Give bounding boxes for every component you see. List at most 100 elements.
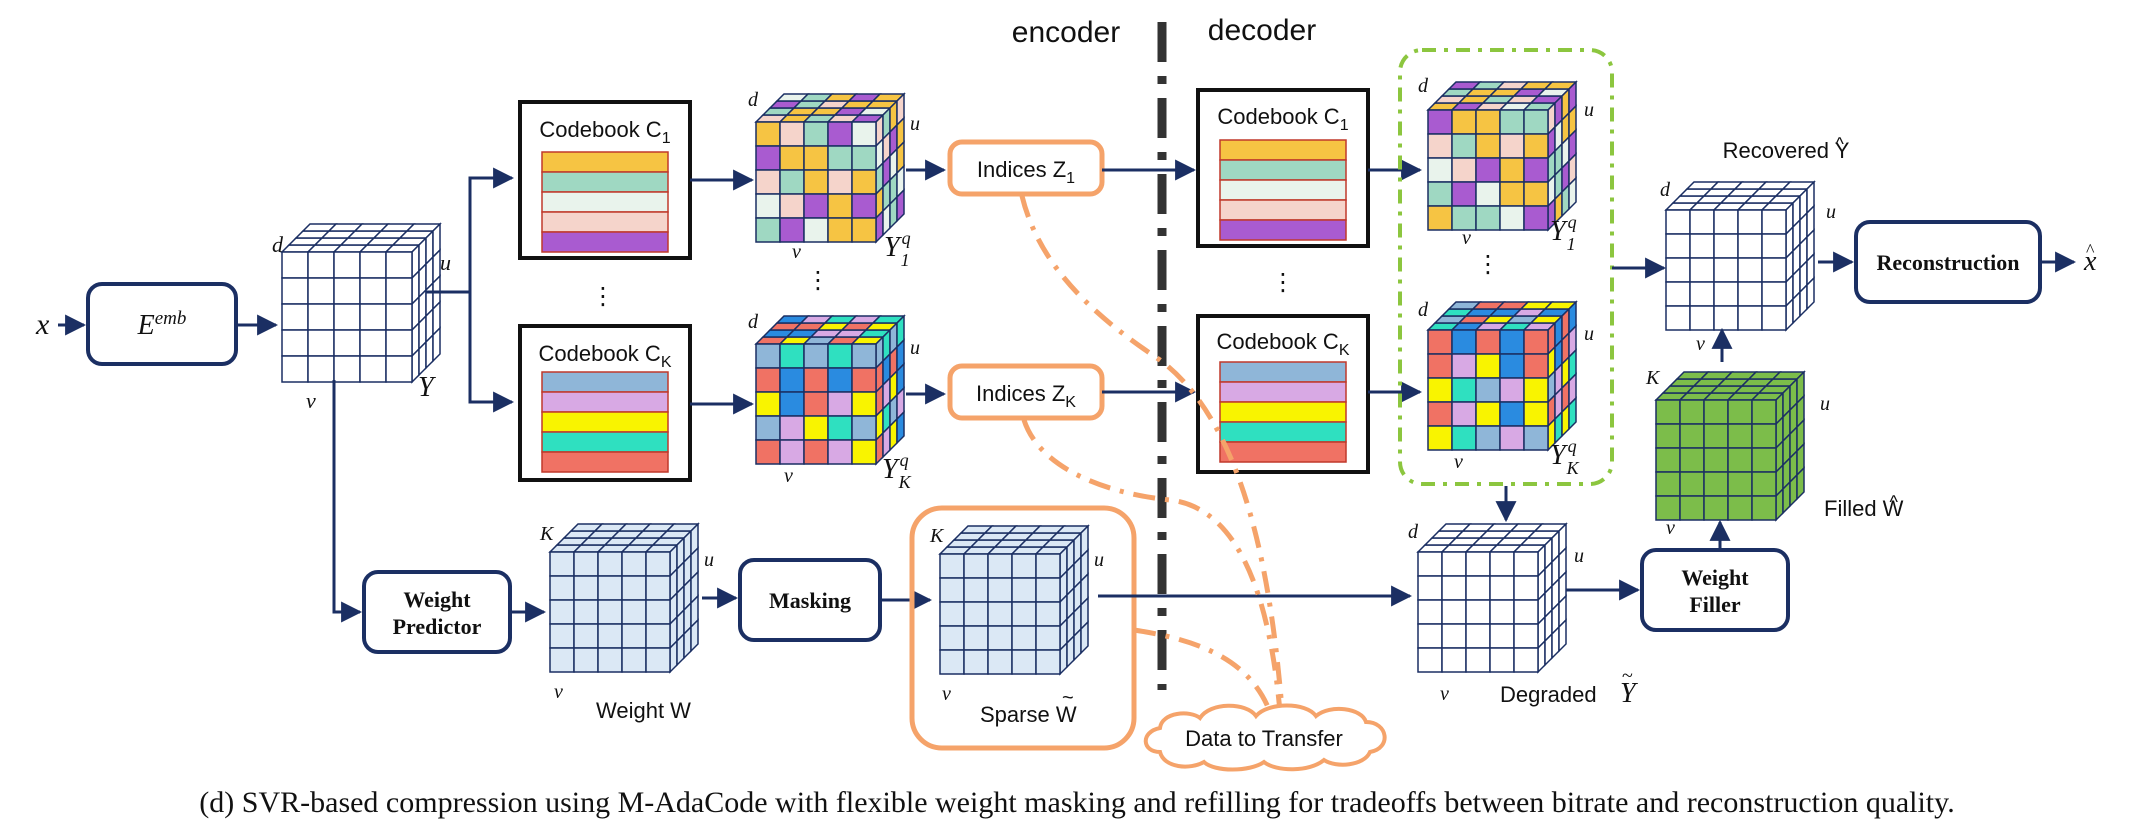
codebook-dec-1-label: Codebook C1: [1217, 104, 1348, 134]
codebook-entry: [541, 231, 669, 253]
cube-front-cell: [851, 121, 877, 147]
cube-front-cell: [1751, 495, 1777, 521]
cube-front-cell: [1713, 305, 1739, 331]
cube-front-cell: [1737, 305, 1763, 331]
cube-front-cell: [755, 343, 781, 369]
cube-front-cell: [1417, 551, 1443, 577]
cube-front-cell: [1441, 623, 1467, 649]
cube-front-cell: [1465, 575, 1491, 601]
codebook-enc-1-label: Codebook C1: [539, 117, 670, 147]
weight-label: Weight W: [596, 698, 691, 723]
codebook-entry: [1219, 401, 1347, 423]
codebook-entry: [541, 451, 669, 473]
cube-front-cell: [987, 553, 1013, 579]
ykq-dec-d: d: [1418, 299, 1429, 321]
cube-front-cell: [1727, 447, 1753, 473]
cube-front-cell: [755, 193, 781, 219]
codebook-entry: [541, 211, 669, 233]
cube-front-cell: [827, 391, 853, 417]
cube-front-cell: [963, 601, 989, 627]
cube-front-cell: [1523, 109, 1549, 135]
codebook-dec-ellipsis: ⋮: [1271, 269, 1295, 296]
ykq-d: d: [748, 311, 759, 333]
cube-front-cell: [1523, 157, 1549, 183]
cube-front-cell: [1703, 495, 1729, 521]
transfer-line-sparse: [1133, 627, 1273, 713]
cube-front-cell: [1727, 471, 1753, 497]
codebook-enc-1-entries: [541, 151, 669, 253]
cube-front-cell: [939, 649, 965, 675]
cube-side-cell: [690, 618, 699, 653]
codebook-enc-k-label: Codebook CK: [539, 341, 672, 371]
cube-front-cell: [621, 551, 647, 577]
cube-front-cell: [1499, 133, 1525, 159]
cube-front-cell: [779, 391, 805, 417]
weight-filler-box: [1640, 548, 1790, 632]
cube-front-cell: [1427, 353, 1453, 379]
cube-front-cell: [755, 121, 781, 147]
cube-front-cell: [385, 251, 413, 279]
codebook-entry: [541, 191, 669, 213]
weight-u: u: [704, 549, 714, 571]
cube-front-cell: [597, 599, 623, 625]
cube-front-cell: [1035, 625, 1061, 651]
y1q-d: d: [748, 89, 759, 111]
recovered-d: d: [1660, 179, 1671, 201]
cube-front-cell: [755, 145, 781, 171]
cube-front-cell: [597, 575, 623, 601]
cube-front-cell: [573, 647, 599, 673]
cube-front-cell: [307, 303, 335, 331]
codebook-dec-1: Codebook C1: [1196, 88, 1370, 248]
cube-front-cell: [1703, 471, 1729, 497]
cube-front-cell: [851, 367, 877, 393]
cube-side-cell: [425, 333, 434, 370]
decoder-label: decoder: [1208, 14, 1316, 47]
cube-front-cell: [939, 553, 965, 579]
cube-front-cell: [307, 251, 335, 279]
cube-front-cell: [1451, 109, 1477, 135]
cube-front-cell: [1523, 401, 1549, 427]
y1q-dec-d: d: [1418, 75, 1429, 97]
cube-front-cell: [803, 439, 829, 465]
tensor-y1q-enc: [754, 92, 906, 244]
cube-front-cell: [779, 193, 805, 219]
cube-front-cell: [1679, 495, 1705, 521]
indices-zk-label: Indices ZK: [976, 381, 1076, 411]
cube-front-cell: [1689, 257, 1715, 283]
embedding-label: Eemb: [137, 308, 187, 341]
codebook-entry: [1219, 219, 1347, 241]
cube-front-cell: [1489, 647, 1515, 673]
codebook-entry: [1219, 199, 1347, 221]
cube-front-cell: [1523, 377, 1549, 403]
cube-front-cell: [963, 577, 989, 603]
branch-y-to-codebooks: [426, 167, 515, 294]
cube-front-cell: [1011, 649, 1037, 675]
cube-front-cell: [779, 169, 805, 195]
cube-front-cell: [1499, 329, 1525, 355]
cube-front-cell: [851, 391, 877, 417]
tensor-y-v: v: [306, 388, 316, 413]
cube-front-cell: [1417, 599, 1443, 625]
cube-front-cell: [1011, 553, 1037, 579]
cube-front-cell: [1475, 377, 1501, 403]
sparse-k: K: [929, 525, 945, 547]
cube-front-cell: [851, 415, 877, 441]
codebook-dec-k-label: Codebook CK: [1217, 329, 1350, 359]
cube-front-cell: [549, 623, 575, 649]
tensor-sparse-w: [938, 524, 1090, 676]
codebook-entry: [541, 391, 669, 413]
cube-front-cell: [333, 277, 361, 305]
cube-front-cell: [1513, 599, 1539, 625]
cube-front-cell: [1417, 623, 1443, 649]
cube-front-cell: [1655, 399, 1681, 425]
codebook-dec-k-entries: [1219, 361, 1347, 463]
cube-front-cell: [803, 121, 829, 147]
cube-front-cell: [1465, 551, 1491, 577]
ykq-u: u: [910, 337, 920, 359]
cube-side-cell: [1796, 466, 1805, 501]
cube-front-cell: [851, 217, 877, 243]
cube-front-cell: [1499, 157, 1525, 183]
cube-front-cell: [1465, 599, 1491, 625]
